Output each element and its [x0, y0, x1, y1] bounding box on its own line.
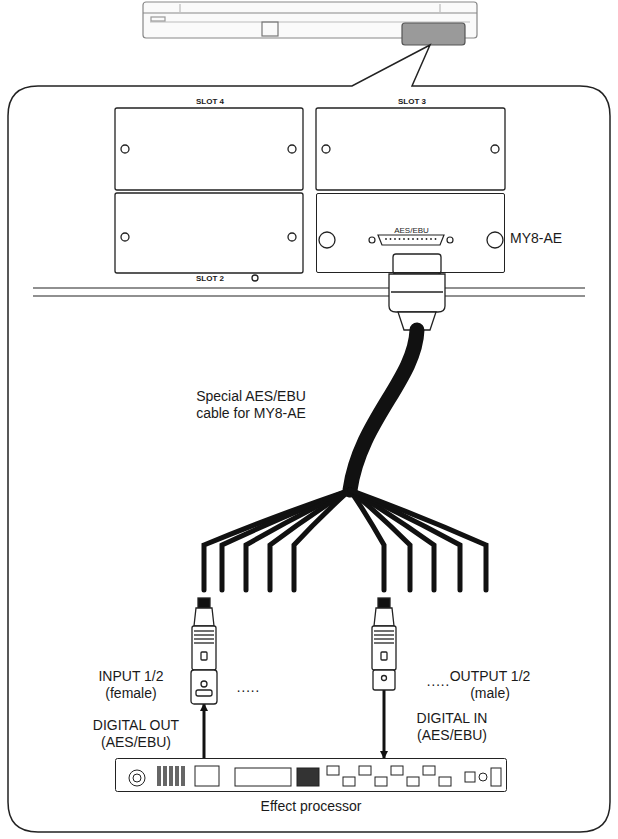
connector-label: AES/EBU — [317, 226, 506, 235]
effect-processor: Effect processor — [115, 758, 507, 792]
continuation-dots: ····· — [418, 676, 458, 693]
xlr-plug-drawing — [190, 598, 218, 704]
slot-label: SLOT 3 — [362, 97, 462, 106]
slot-covers — [115, 108, 505, 281]
expansion-card: AES/EBUMY8-AE — [316, 193, 505, 273]
port-label: INPUT 1/2 (female) — [88, 668, 174, 702]
slot-label: SLOT 4 — [160, 97, 260, 106]
xlr-connector: OUTPUT 1/2 (male) — [370, 598, 398, 690]
cable-label: Special AES/EBU cable for MY8-AE — [180, 388, 322, 422]
cable-fan — [204, 490, 486, 590]
console — [143, 2, 477, 45]
cable — [350, 330, 417, 490]
card-name: MY8-AE — [510, 230, 562, 247]
slot-label: SLOT 2 — [160, 274, 260, 283]
device-name: Effect processor — [115, 798, 507, 815]
signal-arrow — [203, 704, 206, 758]
rail-lines — [33, 288, 585, 296]
edge-label: DIGITAL OUT (AES/EBU) — [76, 717, 196, 751]
continuation-dots: ····· — [228, 682, 268, 699]
cable-plug — [389, 254, 445, 330]
processor-front-panel — [115, 758, 507, 792]
callout-panel — [8, 45, 610, 832]
xlr-connector: INPUT 1/2 (female) — [190, 598, 218, 704]
xlr-plug-drawing — [370, 598, 398, 690]
port-label: OUTPUT 1/2 (male) — [442, 668, 538, 702]
signal-arrow — [383, 690, 386, 758]
edge-label: DIGITAL IN (AES/EBU) — [392, 710, 512, 744]
